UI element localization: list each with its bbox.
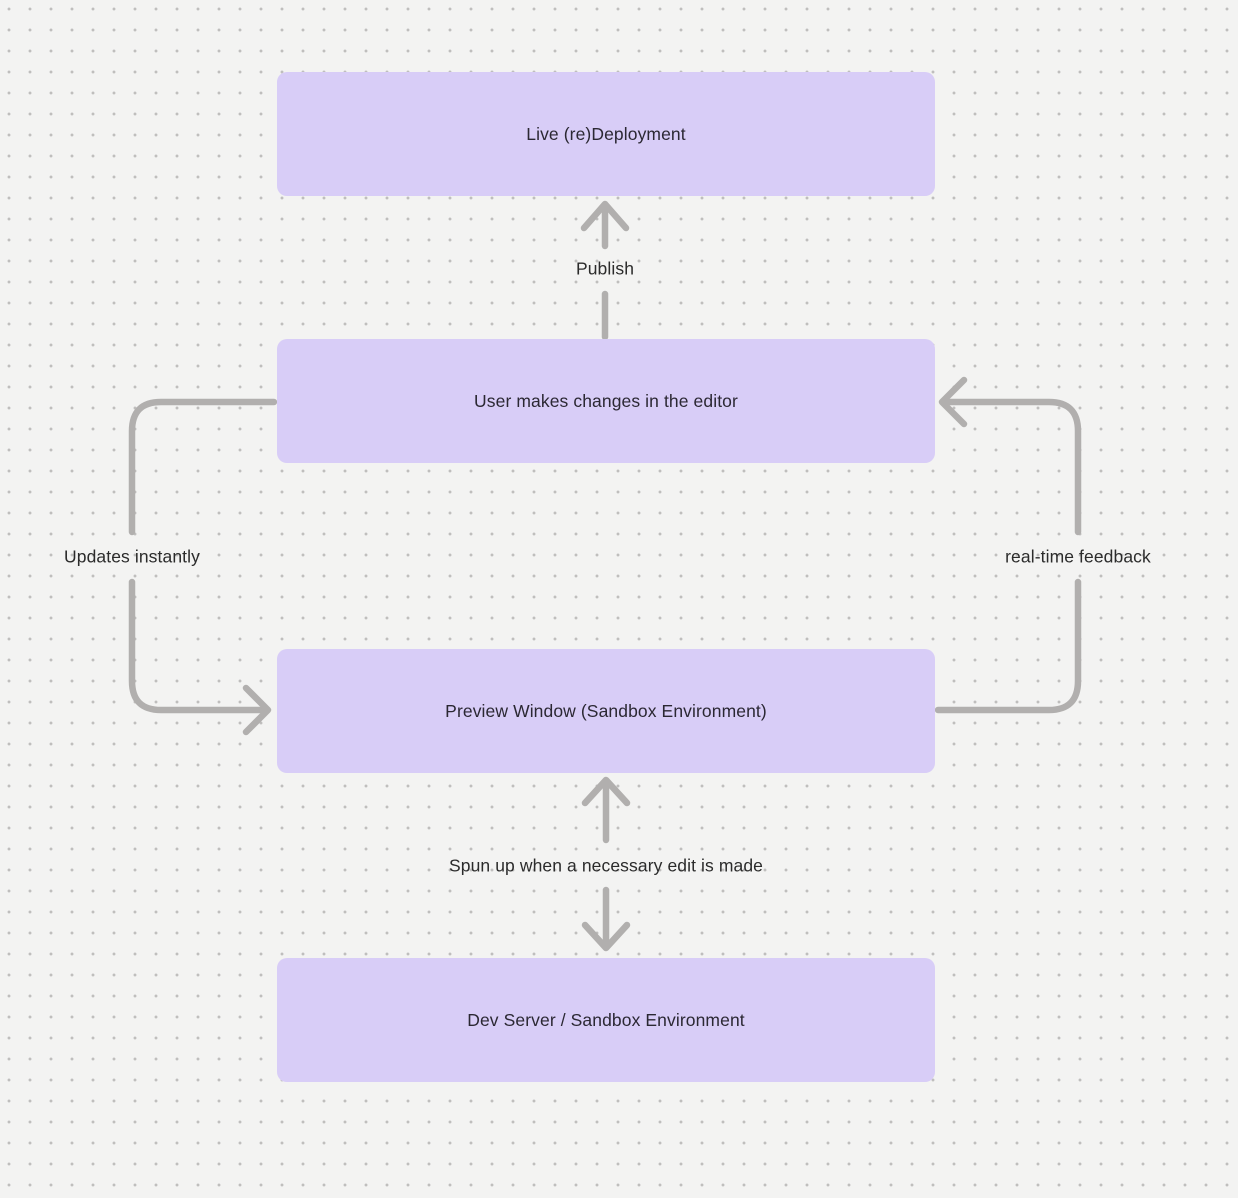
arrowhead-down-icon — [581, 921, 631, 952]
node-preview-window[interactable]: Preview Window (Sandbox Environment) — [277, 649, 935, 773]
node-label: Dev Server / Sandbox Environment — [467, 1009, 745, 1030]
node-live-redeployment[interactable]: Live (re)Deployment — [277, 72, 935, 196]
edge-feedback-segment-lower[interactable] — [934, 578, 1082, 714]
node-label: Preview Window (Sandbox Environment) — [445, 700, 767, 721]
edge-updates-segment-lower[interactable] — [128, 578, 266, 714]
arrowhead-up-icon — [581, 776, 631, 807]
edge-feedback-segment-upper[interactable] — [944, 398, 1082, 536]
node-label: Live (re)Deployment — [526, 123, 686, 144]
node-user-editor[interactable]: User makes changes in the editor — [277, 339, 935, 463]
edge-label-publish[interactable]: Publish — [575, 258, 635, 279]
edge-label-spun-up[interactable]: Spun up when a necessary edit is made — [448, 855, 764, 876]
arrowhead-left-icon — [938, 376, 968, 428]
edge-publish[interactable] — [580, 200, 630, 341]
edge-updates-instantly[interactable] — [128, 398, 278, 736]
edge-label-realtime-feedback[interactable]: real-time feedback — [1005, 546, 1151, 567]
edge-realtime-feedback[interactable] — [934, 376, 1082, 714]
node-dev-server[interactable]: Dev Server / Sandbox Environment — [277, 958, 935, 1082]
node-label: User makes changes in the editor — [474, 390, 738, 411]
edge-spun-up[interactable] — [581, 776, 631, 952]
edge-label-updates-instantly[interactable]: Updates instantly — [64, 546, 200, 567]
arrowhead-up-icon — [580, 200, 630, 232]
edge-updates-segment-upper[interactable] — [128, 398, 278, 536]
arrowhead-right-icon — [242, 684, 272, 736]
